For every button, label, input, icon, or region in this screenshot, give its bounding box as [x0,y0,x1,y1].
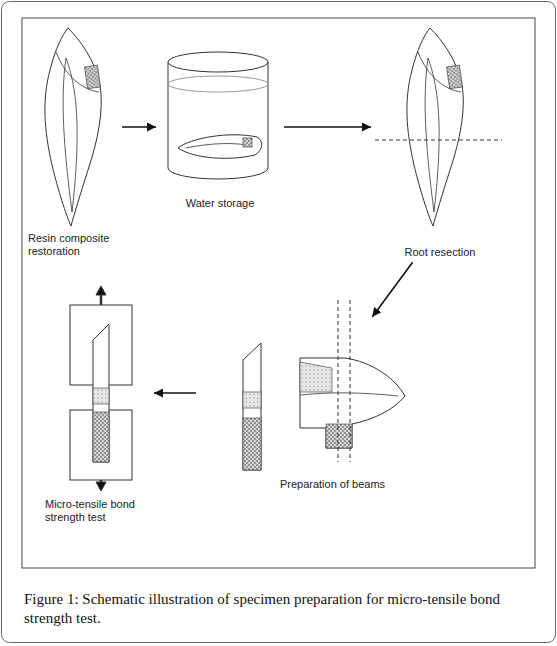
beam [243,343,261,470]
stage-label: Root resection [375,246,505,259]
process-stage: Preparation of beams [200,320,465,491]
tensile-tester [70,286,132,491]
process-stage: Resin composite restoration [28,24,118,258]
stage-label: Resin composite restoration [28,232,118,258]
flow-arrow [122,126,156,128]
flow-arrow [284,126,371,128]
stage-label: Micro-tensile bond strength test [45,498,150,524]
tooth-drawing [407,28,463,226]
figure-caption: Figure 1: Schematic illustration of spec… [24,590,534,628]
flow-arrow [154,392,196,394]
flow-arrow [372,262,412,317]
stage-label: Preparation of beams [200,478,465,491]
water-jar [168,52,268,179]
process-stage: Water storage [160,45,280,210]
tooth-drawing [45,28,101,226]
sectioned-crown [300,300,405,462]
process-stage: Micro-tensile bond strength test [45,290,150,524]
stage-label: Water storage [160,197,280,210]
process-stage: Root resection [375,24,505,259]
